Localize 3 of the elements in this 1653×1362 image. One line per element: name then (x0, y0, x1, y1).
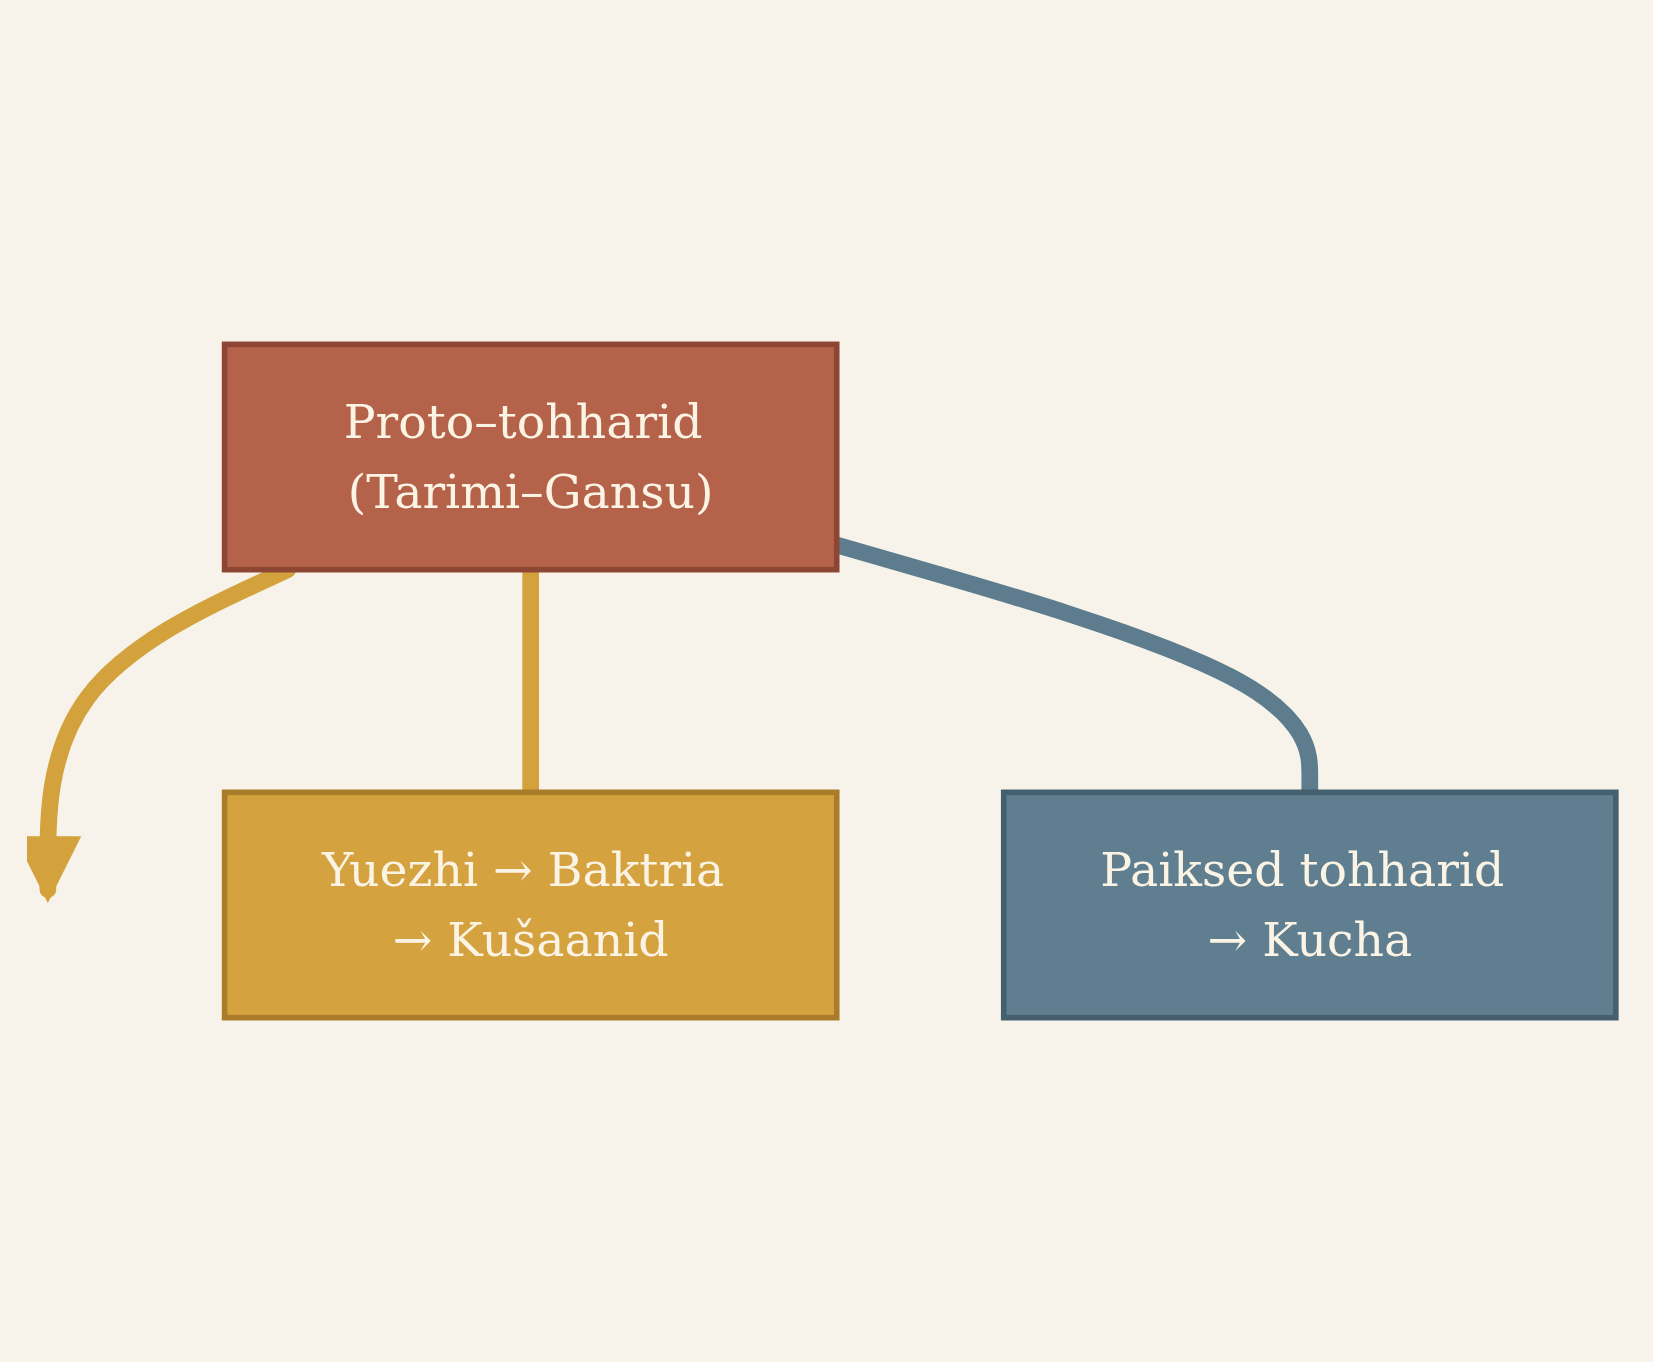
branch-box: Paiksed tohharid → Kucha (1000, 789, 1619, 1021)
root-box: Proto–tohharid (Tarimi–Gansu) (221, 341, 840, 573)
branch-box: Yuezhi → Baktria → Kušaanid (221, 789, 840, 1021)
